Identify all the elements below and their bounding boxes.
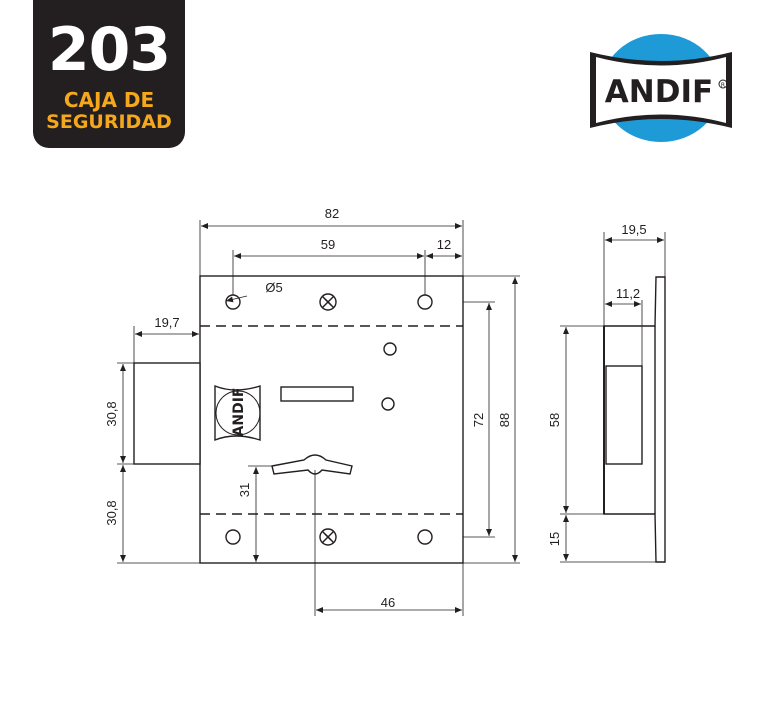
dim-side-inner: 11,2	[616, 286, 640, 301]
dim-overall-height: 88	[497, 413, 512, 427]
bolt	[133, 362, 201, 465]
keyhole	[271, 454, 353, 475]
rivet-hole	[381, 397, 395, 411]
slot	[280, 386, 354, 402]
front-view	[133, 275, 464, 564]
body-logo	[214, 384, 261, 442]
badge-title-line1: CAJA DE	[63, 88, 155, 112]
andif-logo: ANDIF R	[590, 34, 732, 142]
screw-bottom	[319, 528, 337, 546]
dim-hole-spacing: 59	[321, 237, 335, 252]
body-logo-text: ANDIF	[231, 388, 247, 437]
model-number: 203	[47, 15, 171, 85]
dim-side-depth: 19,5	[621, 222, 646, 237]
rivet-hole	[383, 342, 397, 356]
dim-side-bottom: 15	[547, 532, 562, 546]
dim-overall-width: 82	[325, 206, 339, 221]
dim-hole-edge: 12	[437, 237, 451, 252]
badge-title-line2: SEGURIDAD	[46, 111, 172, 133]
brand-name: ANDIF	[605, 74, 713, 110]
mounting-hole	[225, 529, 241, 545]
dim-bolt-throw: 19,7	[154, 315, 179, 330]
dim-keyhole-height: 31	[237, 483, 252, 497]
dimension-labels: 82 59 12 Ø5 19,7 30,8 30,8 31 46 72 88 1…	[104, 206, 647, 610]
mounting-hole	[417, 529, 433, 545]
registered-mark: R	[721, 82, 725, 89]
dim-side-height: 58	[547, 413, 562, 427]
dim-bolt-height: 30,8	[104, 401, 119, 426]
side-bolt	[605, 365, 643, 465]
side-view	[603, 276, 666, 563]
dim-hole-diameter: Ø5	[265, 280, 282, 295]
dimension-lines	[117, 220, 666, 616]
dim-hole-vertical: 72	[471, 413, 486, 427]
screw-top	[319, 293, 337, 311]
dim-bolt-offset: 30,8	[104, 500, 119, 525]
dim-backset: 46	[381, 595, 395, 610]
model-badge: 203 CAJA DE SEGURIDAD	[33, 0, 185, 148]
